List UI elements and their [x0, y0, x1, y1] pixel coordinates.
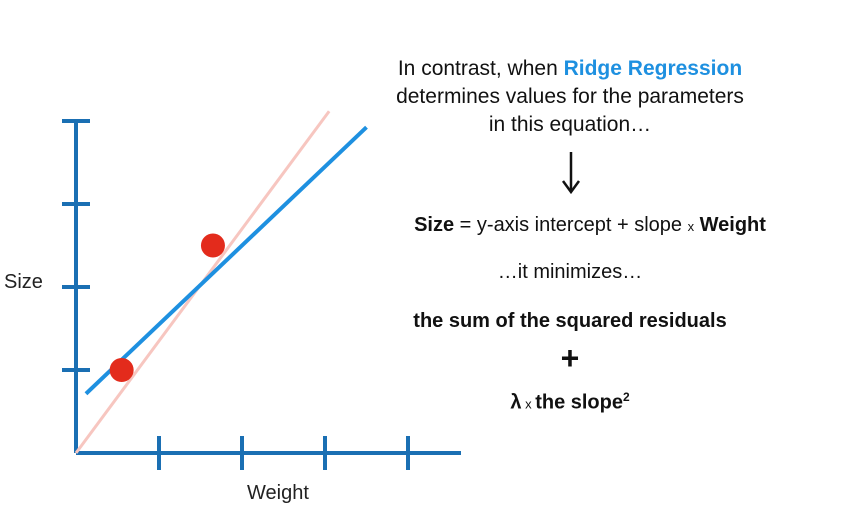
plot-area	[62, 110, 461, 470]
penalty-times: x	[521, 396, 536, 412]
intro-part1: In contrast, when	[397, 57, 564, 80]
ridge-penalty: λ x the slope2	[440, 383, 700, 419]
intro-part2: determines values for the parameters	[396, 85, 744, 108]
ridge-regression-line	[84, 125, 368, 396]
intro-text: In contrast, when Ridge Regression deter…	[360, 55, 780, 139]
equation-weight: Weight	[694, 214, 766, 236]
regression-lines	[74, 110, 368, 454]
ridge-regression-highlight: Ridge Regression	[563, 57, 743, 80]
penalty-text: the slope	[535, 391, 623, 414]
equation-times: x	[687, 219, 695, 234]
data-point	[109, 358, 134, 382]
down-arrow-icon	[561, 152, 581, 195]
lambda-symbol: λ	[510, 391, 522, 414]
data-points	[109, 233, 225, 382]
penalty-superscript: 2	[622, 390, 630, 404]
data-point	[200, 233, 225, 258]
minimizes-text: …it minimizes…	[497, 261, 643, 283]
equation-size: Size	[414, 214, 455, 236]
axes	[62, 119, 461, 470]
sum-of-squared-residuals: the sum of the squared residuals	[413, 310, 727, 332]
x-axis-label: Weight	[247, 482, 309, 504]
y-axis-label: Size	[4, 271, 43, 293]
plus-sign: +	[560, 340, 580, 376]
intro-part3: in this equation…	[488, 113, 652, 136]
equation-middle: = y-axis intercept + slope	[454, 214, 688, 236]
equation: Size = y-axis intercept + slope x Weight	[360, 211, 820, 241]
